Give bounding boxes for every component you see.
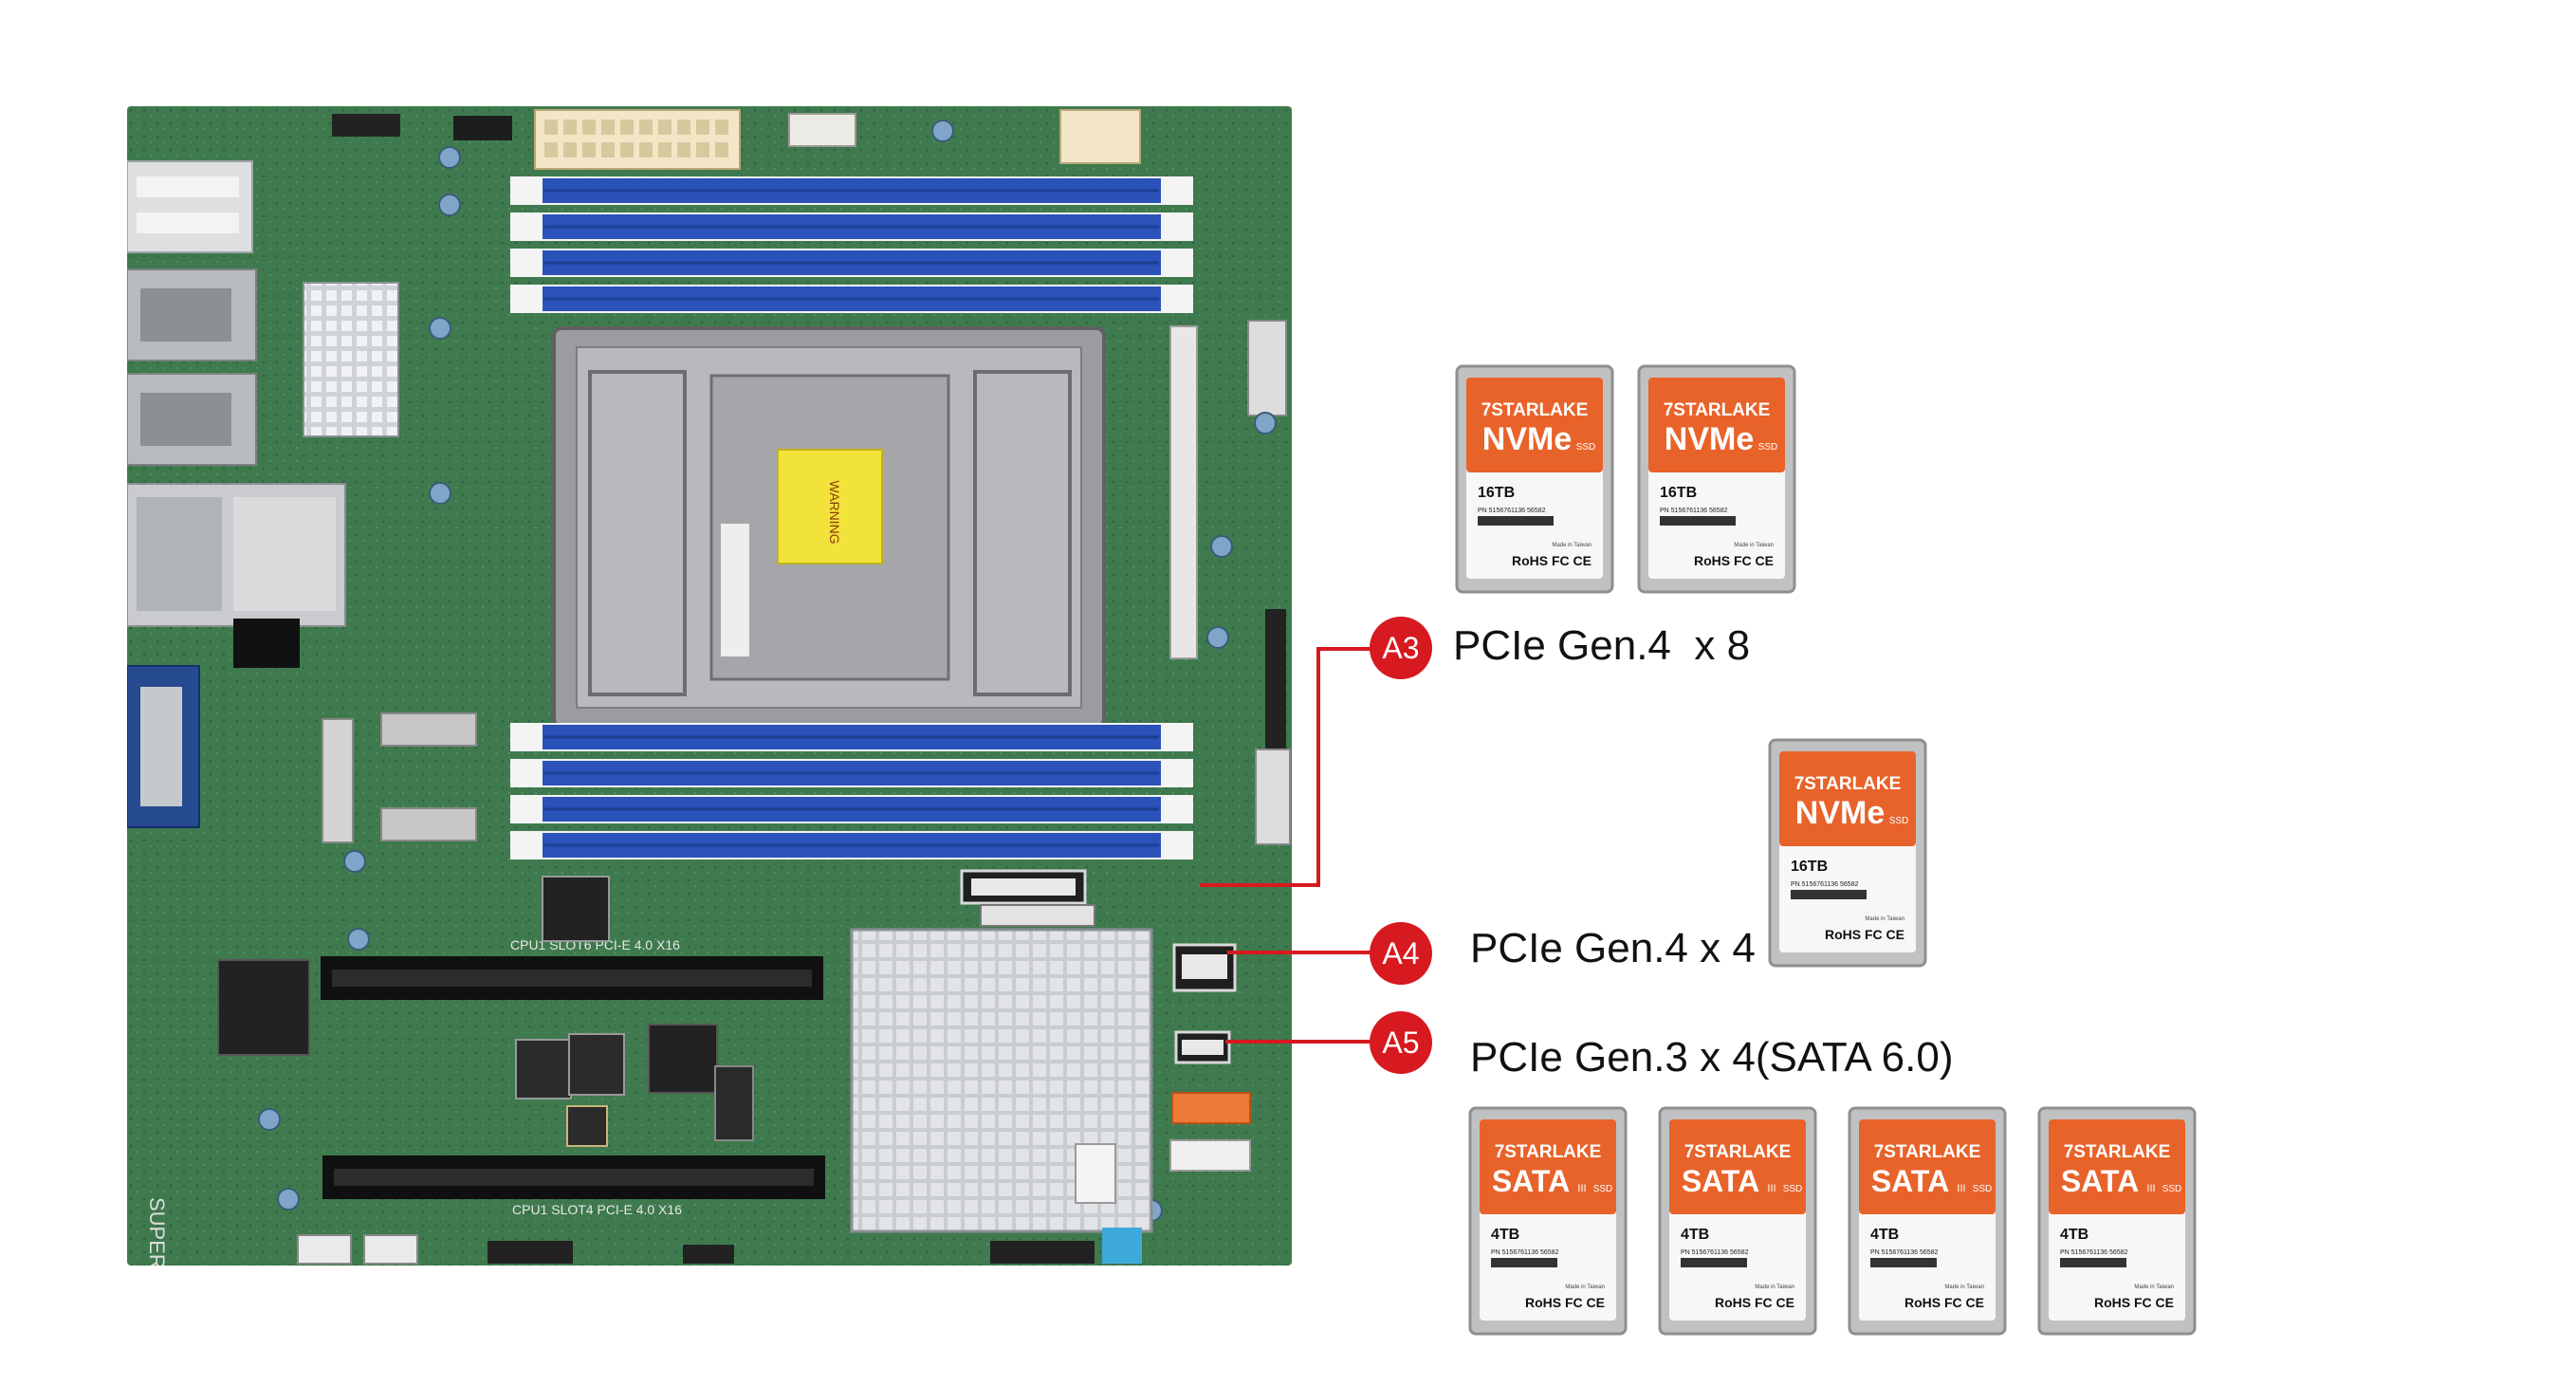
ssd-type-label: NVMe: [1795, 795, 1885, 831]
callout-label-a4: PCIe Gen.4 x 4: [1470, 925, 1756, 971]
callout-a4: A4: [1370, 922, 1432, 985]
ssd-brand: 7STARLAKE: [1684, 1142, 1792, 1162]
ssd-brand: 7STARLAKE: [1794, 774, 1902, 794]
pcie-slot-4-label: CPU1 SLOT4 PCI-E 4.0 X16: [512, 1202, 682, 1217]
ssd-made-in: Made in Taiwan: [1865, 916, 1904, 922]
ssd-made-in: Made in Taiwan: [1734, 543, 1774, 548]
ssd-barcode: [2060, 1258, 2126, 1267]
chipset-heatsink: [303, 282, 399, 437]
nvme-ssd-a3-2: 7STARLAKE NVMe SSD 16TB PN 5156761136 56…: [1637, 364, 1796, 594]
cpu-power-connector: [1059, 109, 1141, 164]
ssd-brand: 7STARLAKE: [1481, 400, 1589, 420]
sata-ssd-a5-3: 7STARLAKE SATA III SSD 4TB PN 5156761136…: [1848, 1106, 2007, 1336]
callout-label-a3: PCIe Gen.4 x 8: [1453, 622, 1751, 669]
ssd-certifications: RoHS FC CE: [1715, 1295, 1794, 1310]
sata-ssd-a5-4: 7STARLAKE SATA III SSD 4TB PN 5156761136…: [2037, 1106, 2197, 1336]
ssd-part-number: PN 5156761136 56582: [1478, 508, 1546, 514]
ssd-capacity: 4TB: [1870, 1227, 1899, 1243]
ssd-word: SSD: [1973, 1184, 1993, 1194]
ssd-part-number: PN 5156761136 56582: [1491, 1249, 1559, 1256]
ssd-type-label: SATA: [1682, 1164, 1759, 1198]
ssd-capacity: 16TB: [1660, 485, 1697, 501]
ssd-sata-gen: III: [2146, 1183, 2155, 1194]
dimm-slots-top: [510, 176, 1193, 313]
ssd-type-label: SATA: [1492, 1164, 1570, 1198]
callout-a3: A3: [1370, 617, 1432, 679]
ssd-capacity: 4TB: [1681, 1227, 1709, 1243]
ssd-made-in: Made in Taiwan: [2134, 1284, 2174, 1290]
ssd-barcode: [1681, 1258, 1747, 1267]
ssd-made-in: Made in Taiwan: [1755, 1284, 1794, 1290]
callout-a5: A5: [1370, 1011, 1432, 1074]
ssd-part-number: PN 5156761136 56582: [2060, 1249, 2128, 1256]
ssd-word: SSD: [1889, 816, 1909, 826]
callout-badge-a5: A5: [1370, 1011, 1432, 1074]
ssd-word: SSD: [1593, 1184, 1613, 1194]
board-brand: SUPER: [145, 1197, 169, 1266]
sata-ssd-a5-2: 7STARLAKE SATA III SSD 4TB PN 5156761136…: [1658, 1106, 1817, 1336]
pcie-slot-4: CPU1 SLOT4 PCI-E 4.0 X16: [322, 1155, 825, 1217]
ssd-capacity: 16TB: [1478, 485, 1515, 501]
ssd-part-number: PN 5156761136 56582: [1660, 508, 1728, 514]
ssd-brand: 7STARLAKE: [1874, 1142, 1981, 1162]
a3-leader-line: [1200, 647, 1373, 887]
ssd-type-label: SATA: [2061, 1164, 2139, 1198]
ssd-made-in: Made in Taiwan: [1565, 1284, 1605, 1290]
ssd-part-number: PN 5156761136 56582: [1791, 881, 1859, 888]
ssd-word: SSD: [1783, 1184, 1803, 1194]
ssd-barcode: [1491, 1258, 1557, 1267]
ssd-barcode: [1660, 516, 1736, 526]
cpu-socket: WARNING: [552, 326, 1106, 729]
nvme-ssd-a3-1: 7STARLAKE NVMe SSD 16TB PN 5156761136 56…: [1455, 364, 1614, 594]
ssd-part-number: PN 5156761136 56582: [1870, 1249, 1939, 1256]
ssd-capacity: 4TB: [2060, 1227, 2088, 1243]
ssd-brand: 7STARLAKE: [1664, 400, 1771, 420]
ssd-brand: 7STARLAKE: [2064, 1142, 2171, 1162]
ssd-barcode: [1791, 890, 1867, 899]
ssd-brand: 7STARLAKE: [1495, 1142, 1602, 1162]
ssd-certifications: RoHS FC CE: [1512, 553, 1592, 568]
ssd-certifications: RoHS FC CE: [1825, 927, 1904, 942]
callout-badge-a4: A4: [1370, 922, 1432, 985]
ssd-word: SSD: [2162, 1184, 2182, 1194]
ssd-word: SSD: [1758, 442, 1778, 453]
ssd-capacity: 4TB: [1491, 1227, 1519, 1243]
ssd-certifications: RoHS FC CE: [1525, 1295, 1605, 1310]
ssd-barcode: [1478, 516, 1554, 526]
ssd-part-number: PN 5156761136 56582: [1681, 1249, 1749, 1256]
ssd-type-label: NVMe: [1482, 421, 1572, 457]
callout-label-a5: PCIe Gen.3 x 4(SATA 6.0): [1470, 1034, 1954, 1081]
ssd-certifications: RoHS FC CE: [1694, 553, 1774, 568]
ssd-sata-gen: III: [1957, 1183, 1965, 1194]
motherboard: WARNING: [127, 106, 1292, 1266]
warning-label: WARNING: [827, 480, 842, 544]
ssd-barcode: [1870, 1258, 1937, 1267]
ssd-word: SSD: [1576, 442, 1596, 453]
ssd-sata-gen: III: [1577, 1183, 1586, 1194]
callout-badge-a3: A3: [1370, 617, 1432, 679]
ssd-capacity: 16TB: [1791, 859, 1828, 875]
bmc-chip: [217, 959, 310, 1056]
ssd-certifications: RoHS FC CE: [1904, 1295, 1984, 1310]
sata-ssd-a5-1: 7STARLAKE SATA III SSD 4TB PN 5156761136…: [1468, 1106, 1628, 1336]
ssd-type-label: NVMe: [1665, 421, 1754, 457]
nvme-ssd-a4: 7STARLAKE NVMe SSD 16TB PN 5156761136 56…: [1768, 738, 1927, 968]
ssd-sata-gen: III: [1767, 1183, 1776, 1194]
ssd-made-in: Made in Taiwan: [1552, 543, 1592, 548]
ssd-type-label: SATA: [1871, 1164, 1949, 1198]
warning-sticker: [777, 449, 883, 564]
ssd-certifications: RoHS FC CE: [2094, 1295, 2174, 1310]
ssd-made-in: Made in Taiwan: [1944, 1284, 1984, 1290]
sata-connector-2: [1169, 1139, 1251, 1172]
sata-connector-1: [1171, 1092, 1251, 1124]
pcie-slot-6: CPU1 SLOT6 PCI-E 4.0 X16: [321, 937, 823, 1000]
dimm-slots-bottom: [510, 723, 1193, 859]
